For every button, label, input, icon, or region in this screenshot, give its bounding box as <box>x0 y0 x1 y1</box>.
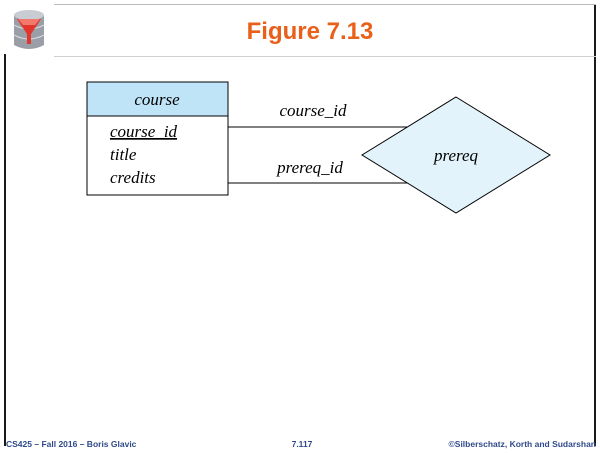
page-title: Figure 7.13 <box>246 18 374 45</box>
relationship-name: prereq <box>433 146 479 165</box>
footer-copyright: ©Silberschatz, Korth and Sudarshan <box>448 439 596 449</box>
entity-attribute-title: title <box>110 145 137 164</box>
role-label-course-id: course_id <box>279 101 347 120</box>
database-logo-icon <box>4 4 54 54</box>
entity-name: course <box>134 90 180 109</box>
header-divider <box>54 56 596 57</box>
entity-attribute-credits: credits <box>110 168 156 187</box>
slide-frame-top <box>54 4 596 5</box>
footer-slide-number: 7.117 <box>291 439 313 449</box>
relationship-diamond <box>361 96 551 214</box>
entity-body <box>86 115 229 196</box>
slide-frame-left <box>4 4 6 446</box>
slide-frame-right <box>594 4 596 446</box>
footer-course-info: CS425 – Fall 2016 – Boris Glavic <box>6 439 137 449</box>
role-label-prereq-id: prereq_id <box>276 158 343 177</box>
entity-attribute-course-id: course_id <box>110 122 178 141</box>
